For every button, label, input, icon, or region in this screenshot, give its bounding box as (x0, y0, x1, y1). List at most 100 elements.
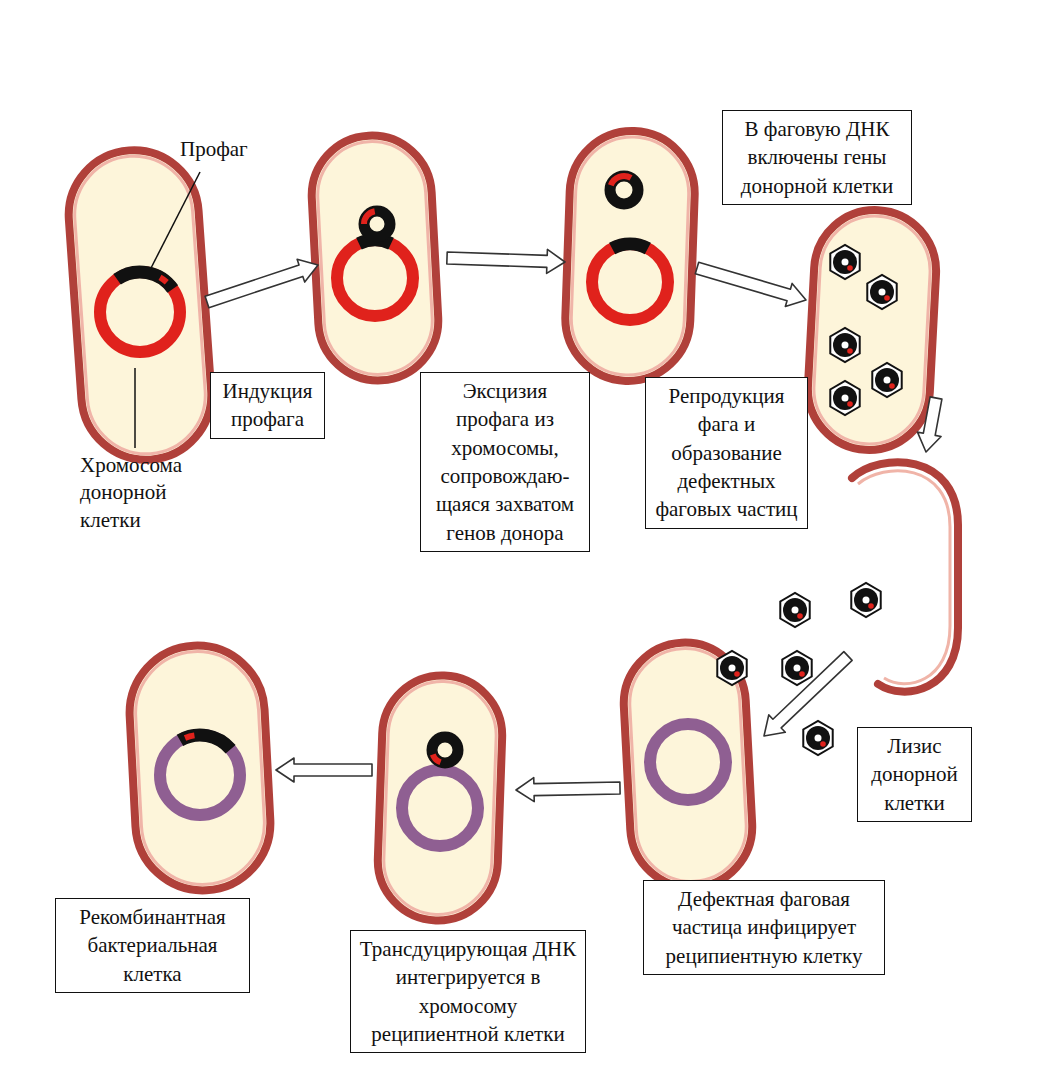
phage-capsid (830, 328, 859, 362)
cell-membrane (811, 213, 933, 446)
part-label: Профаг (180, 136, 290, 163)
chromosome (592, 244, 668, 320)
phage-capsid (780, 593, 809, 627)
phage-core (794, 665, 801, 672)
chromosome (337, 240, 413, 316)
phage-core (729, 665, 736, 672)
box-text: Рекомбинантная бактериальная клетка (62, 903, 243, 988)
process-box: Репродукция фага и образование дефектных… (645, 377, 808, 529)
donor-gene-spot (847, 401, 853, 407)
cell-wall (376, 673, 504, 922)
box-text: Эксцизия профага из хромосомы, сопровожд… (427, 377, 583, 547)
prophage-segment (117, 272, 173, 289)
lysed-cell-wall (852, 462, 958, 691)
phage-particle (830, 245, 859, 279)
donor-gene-segment (433, 754, 441, 762)
cell-membrane (132, 648, 267, 887)
phage-capsid (867, 275, 896, 309)
phage-particle (803, 721, 832, 755)
process-arrow (205, 259, 318, 307)
phage-core (863, 597, 870, 604)
process-box: В фаговую ДНК включены гены донорной кле… (722, 110, 912, 205)
phage-capsid (830, 381, 859, 415)
phage-dna (833, 386, 857, 410)
chromosome (160, 735, 240, 815)
phage-core (792, 607, 799, 614)
bacterial-cell (309, 133, 442, 384)
phage-dna (720, 656, 744, 680)
cell-membrane (71, 152, 210, 458)
cell-wall (64, 146, 215, 464)
phage-core (815, 735, 822, 742)
process-arrow (764, 652, 852, 736)
chromosome (100, 272, 180, 352)
donor-gene-spot (884, 295, 890, 301)
donor-gene-spot (799, 671, 805, 677)
phage-capsid (717, 651, 746, 685)
cell-wall (563, 129, 697, 383)
phage-dna-ring (610, 176, 638, 204)
box-text: Репродукция фага и образование дефектных… (652, 382, 801, 524)
donor-gene-spot (797, 613, 803, 619)
process-arrow (516, 778, 620, 802)
donor-gene-spot (868, 603, 874, 609)
process-box: Рекомбинантная бактериальная клетка (55, 898, 250, 993)
donor-gene-segment (185, 735, 194, 738)
phage-particle (867, 275, 896, 309)
cell-membrane (627, 646, 749, 884)
phage-core (879, 289, 886, 296)
phage-particle (851, 583, 880, 617)
process-arrow (447, 249, 565, 273)
box-text: Лизис донорной клетки (864, 732, 965, 817)
phage-dna-ring (432, 737, 458, 763)
phage-core (842, 395, 849, 402)
prophage-segment (612, 244, 648, 248)
phage-dna (806, 726, 830, 750)
cell-wall (126, 642, 274, 894)
box-text: Индукция профага (217, 377, 318, 434)
phage-dna (833, 333, 857, 357)
phage-particle (830, 328, 859, 362)
leader-line (150, 172, 200, 270)
phage-core (884, 377, 891, 384)
process-arrow (695, 262, 806, 306)
phage-particle (872, 363, 901, 397)
donor-gene-segment (364, 211, 375, 224)
chromosome (402, 770, 478, 846)
box-text: Дефектная фаговая частица инфицирует рец… (650, 885, 878, 970)
phage-capsid (872, 363, 901, 397)
process-box: Трансдуцирующая ДНК интегрируется в хром… (350, 930, 586, 1053)
donor-gene-spot (734, 671, 740, 677)
phage-dna-ring (364, 211, 390, 237)
cell-wall (621, 639, 756, 890)
bacterial-cell (563, 129, 697, 383)
chromosome (650, 724, 726, 800)
bacterial-cell (64, 146, 215, 464)
phage-particle (782, 651, 811, 685)
cell-membrane (315, 139, 435, 377)
leader-line (134, 368, 136, 448)
phage-particle (780, 593, 809, 627)
prophage-segment (180, 735, 231, 749)
phage-core (842, 259, 849, 266)
phage-capsid (851, 583, 880, 617)
phage-dna (783, 598, 807, 622)
cell-wall (309, 133, 442, 384)
phage-particle (830, 381, 859, 415)
phage-capsid (830, 245, 859, 279)
donor-gene-spot (820, 741, 826, 747)
donor-gene-segment (611, 176, 631, 185)
process-box: Индукция профага (210, 372, 325, 439)
box-text: Трансдуцирующая ДНК интегрируется в хром… (357, 935, 579, 1048)
phage-dna (854, 588, 878, 612)
cell-membrane (569, 135, 690, 377)
phage-dna (875, 368, 899, 392)
bacterial-cell (376, 673, 504, 922)
phage-dna (870, 280, 894, 304)
donor-gene-spot (847, 265, 853, 271)
phage-dna (833, 250, 857, 274)
lysed-cell-membrane (858, 471, 950, 684)
phage-core (842, 342, 849, 349)
phage-particle (717, 651, 746, 685)
